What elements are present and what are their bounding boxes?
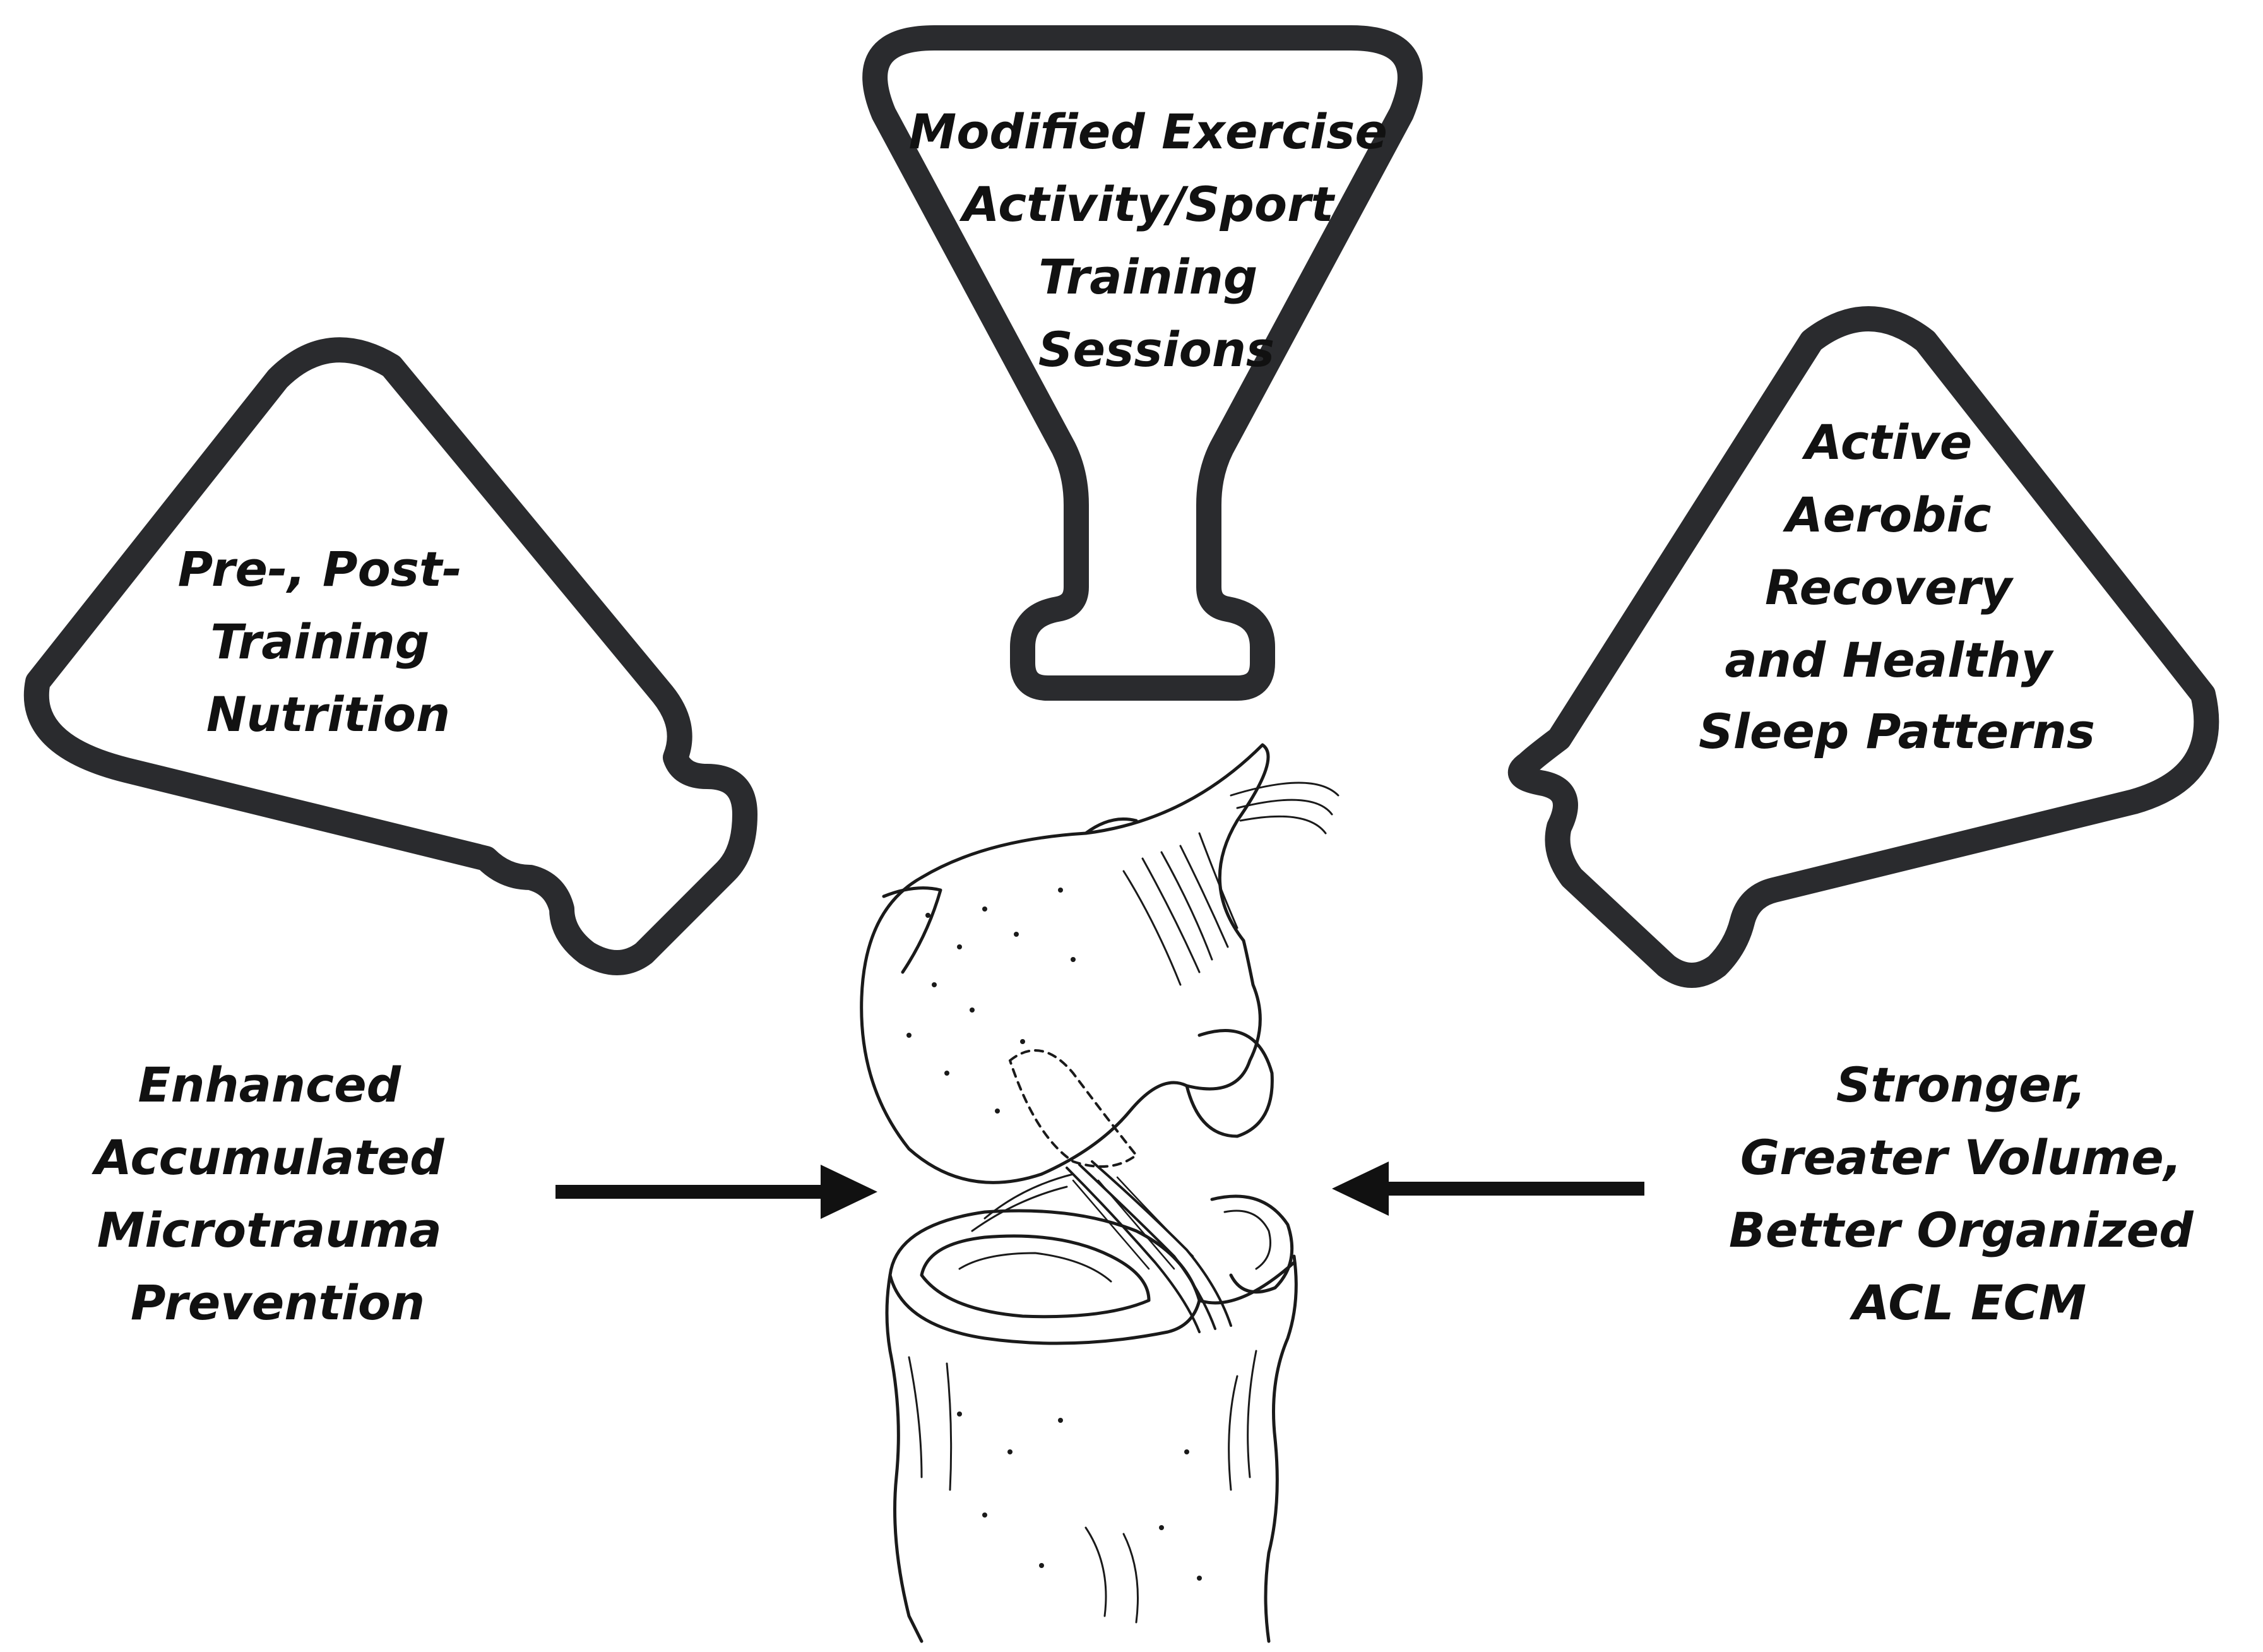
- right-flask-line-2: Aerobic: [1783, 487, 1992, 543]
- right-flask-text: Active Aerobic Recovery and Healthy Slee…: [1699, 414, 2095, 759]
- top-flask-line-3: Training: [1038, 249, 1257, 305]
- tibial-plateau: [888, 1209, 1201, 1345]
- left-flask: Pre-, Post- Training Nutrition: [23, 337, 757, 975]
- left-outcome-line-2: Accumulated: [92, 1129, 445, 1186]
- top-flask-line-2: Activity/Sport: [959, 176, 1336, 232]
- left-flask-line-1: Pre-, Post-: [178, 541, 462, 597]
- right-outcome-line-3: Better Organized: [1729, 1202, 2194, 1258]
- right-pointing-arrow: [555, 1165, 877, 1219]
- top-flask: Modified Exercise Activity/Sport Trainin…: [862, 25, 1423, 701]
- top-flask-outline: [862, 25, 1423, 701]
- femur-condyle: [860, 876, 1262, 1184]
- tibia-texture-dots: [957, 1411, 1202, 1581]
- right-outcome-line-1: Stronger,: [1836, 1057, 2086, 1113]
- acl-ligament: [1066, 1167, 1201, 1333]
- right-flask-line-4: and Healthy: [1725, 632, 2054, 688]
- right-flask-line-1: Active: [1802, 414, 1972, 470]
- right-flask-line-5: Sleep Patterns: [1699, 703, 2095, 759]
- top-flask-text: Modified Exercise Activity/Sport Trainin…: [909, 104, 1405, 377]
- left-flask-outline: [23, 337, 757, 975]
- right-flask-line-3: Recovery: [1765, 559, 2014, 615]
- femur-shaft: [920, 743, 1270, 942]
- right-flask: Active Aerobic Recovery and Healthy Slee…: [1507, 306, 2219, 988]
- left-outcome-line-4: Prevention: [131, 1275, 425, 1331]
- right-outcome-text: Stronger, Greater Volume, Better Organiz…: [1729, 1057, 2210, 1331]
- left-pointing-arrow: [1332, 1162, 1644, 1216]
- right-outcome-line-2: Greater Volume,: [1740, 1129, 2182, 1186]
- top-flask-line-1: Modified Exercise: [909, 104, 1387, 160]
- left-flask-text: Pre-, Post- Training Nutrition: [178, 541, 479, 742]
- left-flask-line-2: Training: [210, 614, 429, 670]
- left-flask-line-3: Nutrition: [206, 686, 450, 742]
- top-flask-line-4: Sessions: [1038, 321, 1274, 377]
- right-flask-outline: [1507, 306, 2219, 988]
- left-outcome-line-3: Microtrauma: [97, 1202, 442, 1258]
- knee-joint-sketch: [860, 743, 1339, 1643]
- femur-texture-dots: [906, 888, 1076, 1114]
- left-outcome-text: Enhanced Accumulated Microtrauma Prevent…: [92, 1057, 461, 1331]
- left-outcome-line-1: Enhanced: [138, 1057, 402, 1113]
- tibia: [885, 1273, 924, 1643]
- right-outcome-line-4: ACL ECM: [1850, 1275, 2086, 1331]
